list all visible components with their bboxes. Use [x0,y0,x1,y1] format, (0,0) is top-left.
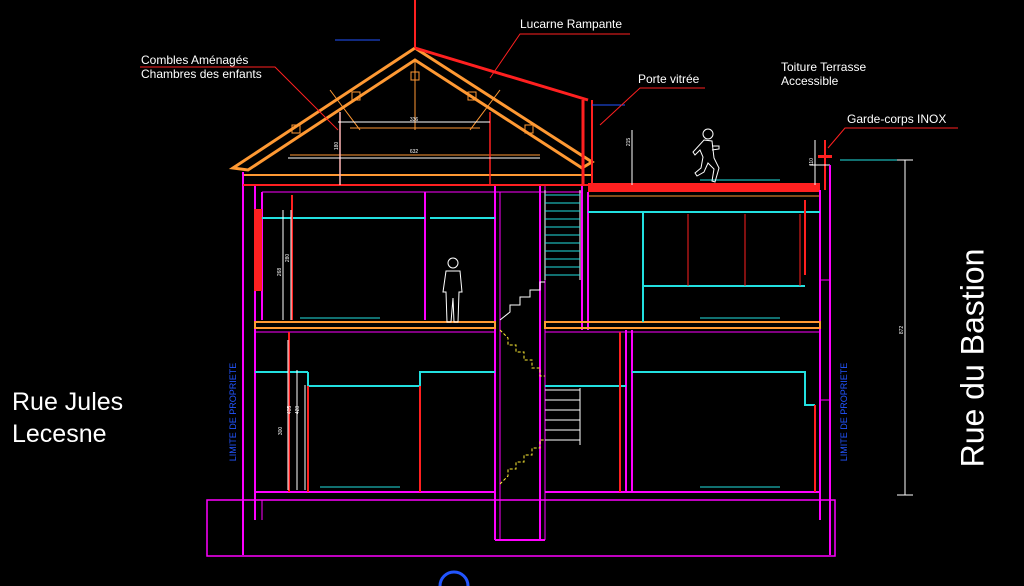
label-toiture-line2: Accessible [781,74,839,88]
staircase [499,190,581,485]
label-toiture-line1: Toiture Terrasse [781,60,867,74]
terrace [588,140,905,197]
callout-lines [140,33,958,149]
label-combles: Combles Aménagés Chambres des enfants [141,53,262,81]
dim-attic-height: 180 [334,142,340,151]
label-garde-corps: Garde-corps INOX [847,112,947,126]
foundation [206,499,836,557]
north-arrow-fragment [438,570,470,586]
dim-door-height: 215 [626,138,632,147]
person-running [692,128,720,183]
label-combles-line1: Combles Aménagés [141,53,249,67]
dim-ground-a: 300 [278,427,284,436]
red-posts [254,195,816,492]
dormer [581,100,625,185]
dim-floor1-b: 280 [285,254,291,263]
walls [242,165,831,555]
label-porte: Porte vitrée [638,72,700,86]
ceilings [255,211,820,406]
street-left-line1: Rue Jules [12,388,124,416]
dim-ground-b: 405 [287,406,293,415]
label-lucarne: Lucarne Rampante [520,17,623,31]
boundary-label-right: LIMITE DE PROPRIETE [839,363,849,462]
dim-attic-inner: 336 [410,117,419,123]
dim-floor1-a: 268 [277,268,283,277]
street-left-line2: Lecesne [12,420,107,448]
street-label-right: Rue du Bastion [954,248,991,468]
floor-slabs [243,179,821,501]
street-label-left: Rue Jules Lecesne [12,386,123,450]
dim-ground-c: 428 [295,406,301,415]
dim-parapet: 110 [809,158,815,166]
dimension-lines [282,112,913,496]
label-toiture: Toiture Terrasse Accessible [781,60,866,88]
interior-panels [687,214,801,286]
label-combles-line2: Chambres des enfants [141,67,262,81]
dimension-texts: 336 632 180 215 110 268 280 300 405 428 … [277,117,905,435]
dim-attic-width: 632 [410,149,419,155]
person-standing [442,257,463,323]
boundary-label-left: LIMITE DE PROPRIETE [228,363,238,462]
dim-total-height: 872 [899,326,905,335]
